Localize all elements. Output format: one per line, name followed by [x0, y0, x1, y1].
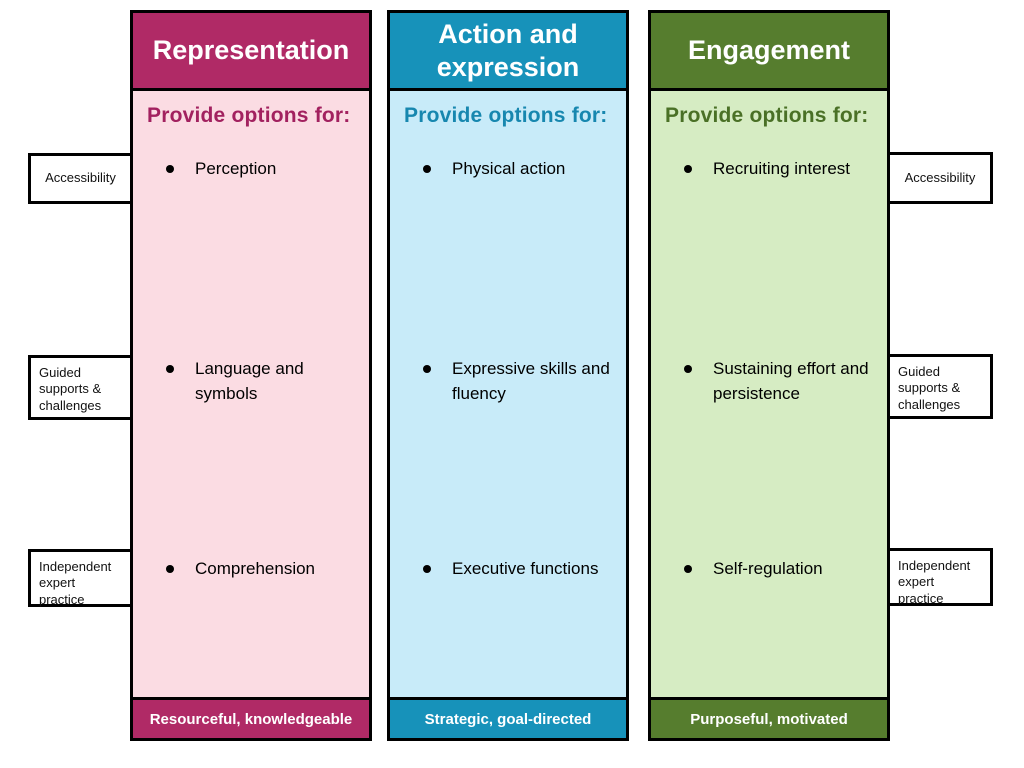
column-representation-footer: Resourceful, knowledgeable	[130, 700, 372, 741]
column-action-expression-footer: Strategic, goal-directed	[387, 700, 629, 741]
column-engagement-body: Provide options for: Recruiting interest…	[648, 91, 890, 700]
column-engagement-footer: Purposeful, motivated	[648, 700, 890, 741]
list-item: Perception	[166, 157, 361, 182]
side-label-accessibility-left: Accessibility	[28, 153, 133, 204]
bullet-icon	[423, 165, 431, 173]
column-engagement-header: Engagement	[648, 10, 890, 91]
column-action-expression: Action and expression Provide options fo…	[387, 10, 629, 741]
column-representation-header: Representation	[130, 10, 372, 91]
column-representation-body: Provide options for: Perception Language…	[130, 91, 372, 700]
provide-options-label: Provide options for:	[665, 104, 869, 127]
list-item: Physical action	[423, 157, 618, 182]
bullet-icon	[423, 365, 431, 373]
bullet-icon	[684, 565, 692, 573]
side-label-guided-supports-right: Guided supports & challenges	[887, 354, 993, 419]
bullet-icon	[166, 565, 174, 573]
bullet-icon	[684, 365, 692, 373]
bullet-label: Comprehension	[195, 559, 316, 578]
column-engagement: Engagement Provide options for: Recruiti…	[648, 10, 890, 741]
bullet-icon	[166, 365, 174, 373]
list-item: Recruiting interest	[684, 157, 879, 182]
column-action-expression-body: Provide options for: Physical action Exp…	[387, 91, 629, 700]
provide-options-label: Provide options for:	[404, 104, 608, 127]
bullet-icon	[166, 165, 174, 173]
side-label-independent-practice-left: Independent expert practice	[28, 549, 133, 607]
list-item: Executive functions	[423, 557, 618, 582]
column-action-expression-header: Action and expression	[387, 10, 629, 91]
bullet-icon	[423, 565, 431, 573]
bullet-label: Recruiting interest	[713, 159, 851, 178]
bullet-icon	[684, 165, 692, 173]
side-label-independent-practice-right: Independent expert practice	[887, 548, 993, 606]
bullet-label: Executive functions	[452, 559, 599, 578]
bullet-label: Self-regulation	[713, 559, 823, 578]
bullet-label: Sustaining effort and persistence	[713, 359, 869, 403]
bullet-label: Language and symbols	[195, 359, 304, 403]
list-item: Expressive skills and fluency	[423, 357, 618, 406]
list-item: Language and symbols	[166, 357, 361, 406]
provide-options-label: Provide options for:	[147, 104, 351, 127]
bullet-label: Physical action	[452, 159, 566, 178]
list-item: Sustaining effort and persistence	[684, 357, 879, 406]
list-item: Comprehension	[166, 557, 361, 582]
side-label-guided-supports-left: Guided supports & challenges	[28, 355, 133, 420]
column-representation: Representation Provide options for: Perc…	[130, 10, 372, 741]
bullet-label: Expressive skills and fluency	[452, 359, 610, 403]
bullet-label: Perception	[195, 159, 277, 178]
side-label-accessibility-right: Accessibility	[887, 152, 993, 204]
list-item: Self-regulation	[684, 557, 879, 582]
